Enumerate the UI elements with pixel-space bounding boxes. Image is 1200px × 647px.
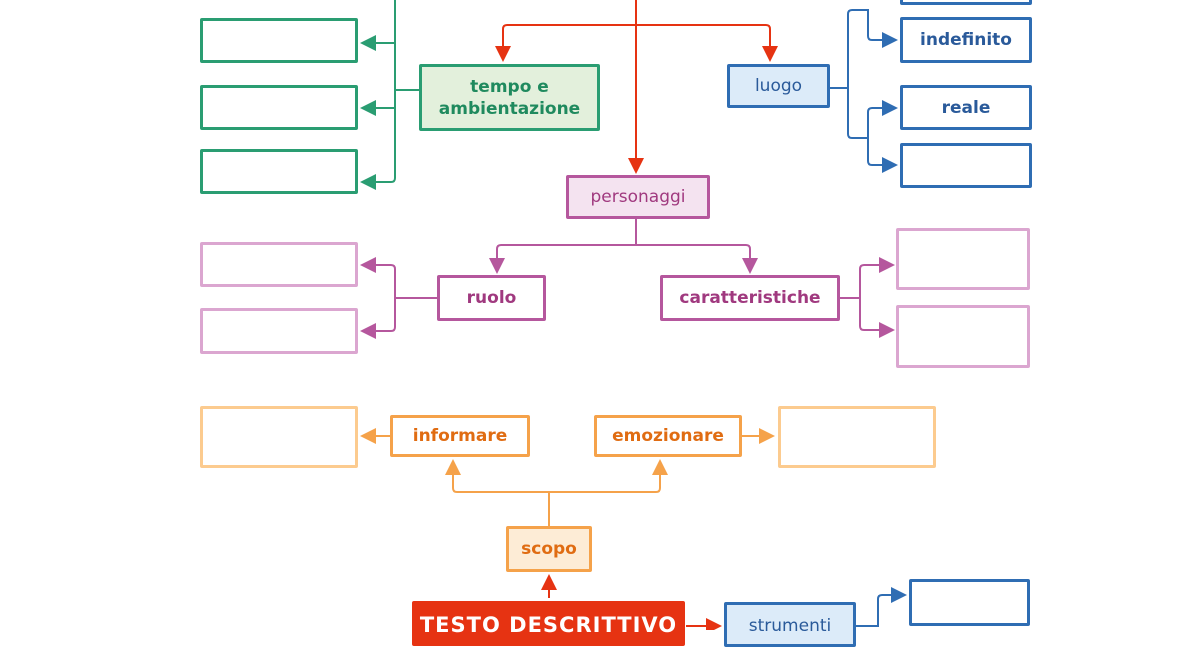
node-personaggi: personaggi (566, 175, 710, 219)
node-reale: reale (900, 85, 1032, 130)
node-strumenti: strumenti (724, 602, 856, 647)
node-caratteristiche: caratteristiche (660, 275, 840, 321)
node-luogo: luogo (727, 64, 830, 108)
empty-strumenti-box (909, 579, 1030, 626)
empty-tempo-box-2 (200, 85, 358, 130)
empty-caratteristiche-box-1 (896, 228, 1030, 290)
empty-ruolo-box-2 (200, 308, 358, 354)
node-emozionare: emozionare (594, 415, 742, 457)
empty-tempo-box-3 (200, 149, 358, 194)
node-testo-descrittivo: TESTO DESCRITTIVO (412, 601, 685, 646)
empty-emozionare-box (778, 406, 936, 468)
empty-informare-box (200, 406, 358, 468)
empty-tempo-box-1 (200, 18, 358, 63)
connector-lines (360, 0, 907, 630)
node-scopo: scopo (506, 526, 592, 572)
empty-caratteristiche-box-2 (896, 305, 1030, 368)
empty-luogo-box (900, 143, 1032, 188)
empty-luogo-box-top (900, 0, 1032, 5)
empty-ruolo-box-1 (200, 242, 358, 287)
node-indefinito: indefinito (900, 17, 1032, 63)
node-informare: informare (390, 415, 530, 457)
node-ruolo: ruolo (437, 275, 546, 321)
node-tempo-ambientazione: tempo e ambientazione (419, 64, 600, 131)
